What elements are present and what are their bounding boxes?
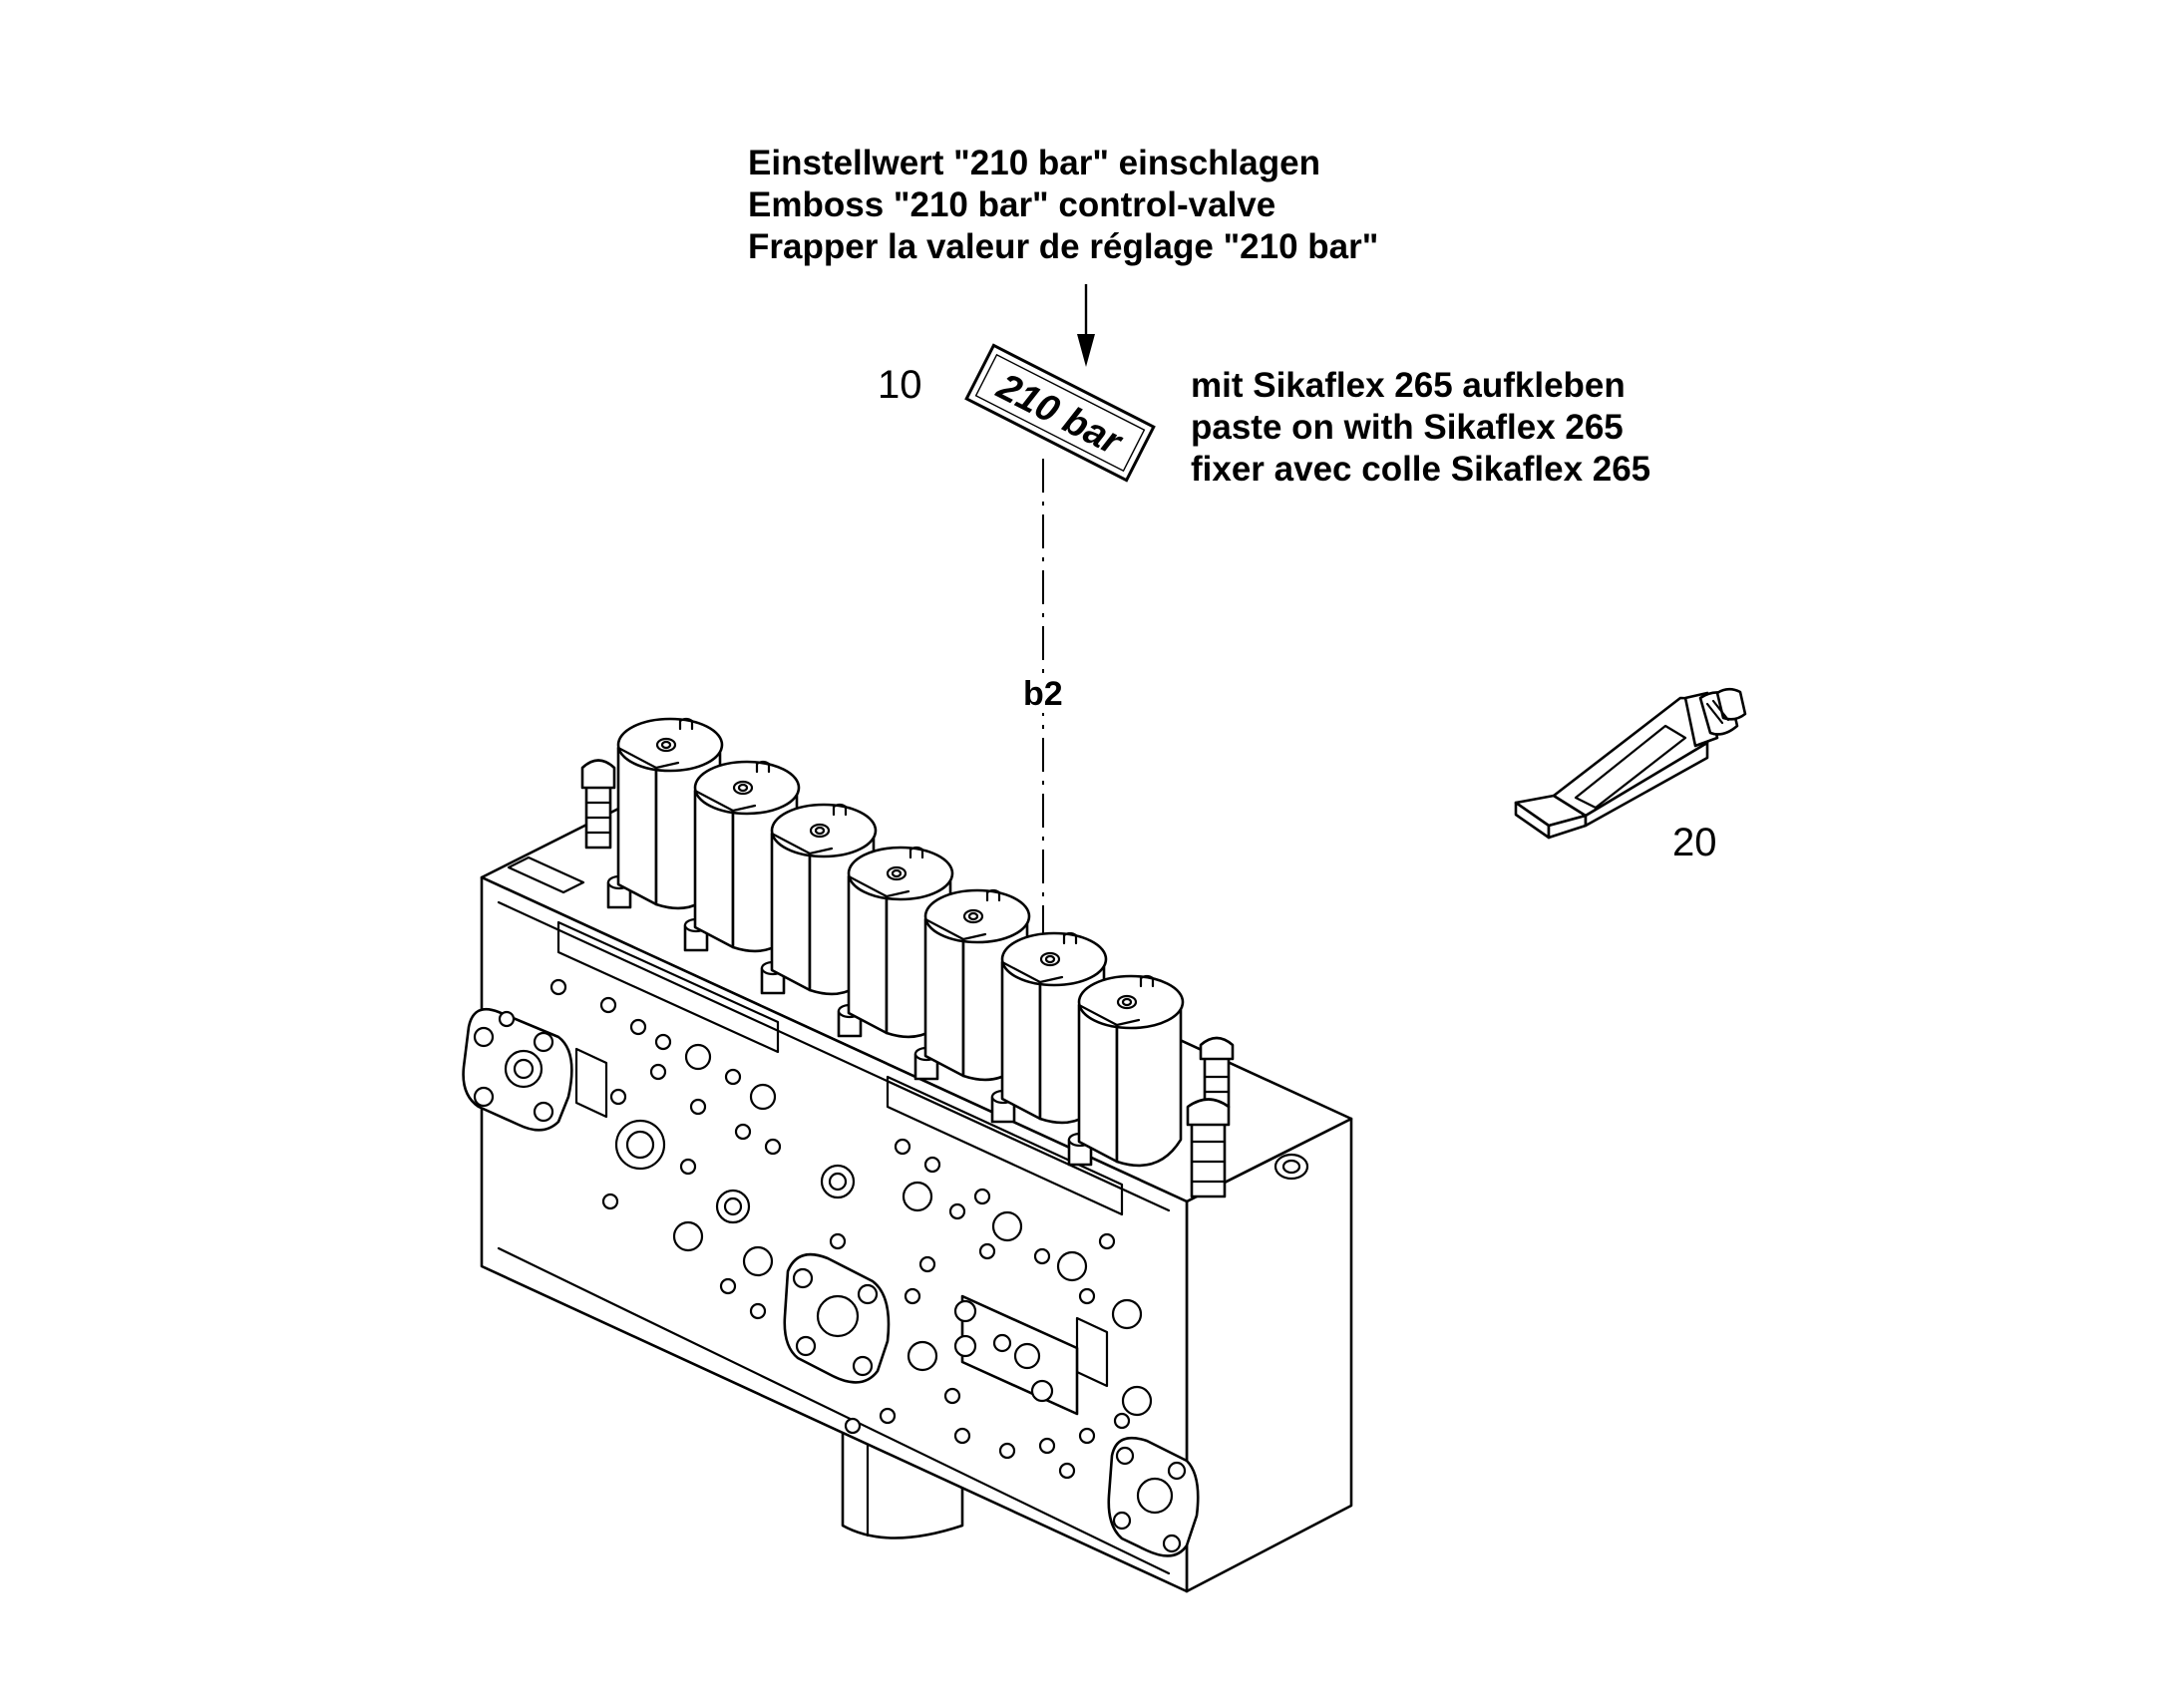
position-marker-b2: b2: [1021, 675, 1065, 713]
emboss-instruction-en: Emboss "210 bar" control-valve: [748, 185, 1276, 224]
callout-part-20: 20: [1672, 821, 1717, 864]
solenoid-2: [683, 760, 801, 953]
solenoid-7: [1067, 974, 1185, 1168]
right-flange: [1107, 1436, 1200, 1557]
relief-valve-right-lower: [1186, 1098, 1231, 1198]
solenoid-6: [990, 931, 1108, 1125]
solenoid-stack: [606, 717, 1185, 1168]
relief-valve-left: [580, 759, 616, 850]
emboss-instruction: Einstellwert "210 bar" einschlagen Embos…: [748, 143, 1378, 268]
emboss-instruction-de: Einstellwert "210 bar" einschlagen: [748, 144, 1320, 182]
paste-instruction-de: mit Sikaflex 265 aufkleben: [1191, 366, 1626, 405]
pilot-plate: [953, 1294, 1079, 1416]
callout-part-10: 10: [878, 363, 922, 407]
emboss-arrow: [1077, 284, 1095, 367]
relief-valve-right-upper: [1199, 1036, 1235, 1109]
emboss-instruction-fr: Frapper la valeur de réglage "210 bar": [748, 227, 1379, 266]
name-plate: 210 bar: [964, 343, 1156, 483]
paste-instruction-en: paste on with Sikaflex 265: [1191, 408, 1624, 447]
port-holes: [549, 978, 1131, 1480]
center-flange: [783, 1252, 891, 1384]
adhesive-tube: [1514, 687, 1747, 840]
left-flange: [462, 1007, 573, 1132]
paste-instruction: mit Sikaflex 265 aufkleben paste on with…: [1191, 365, 1650, 491]
paste-instruction-fr: fixer avec colle Sikaflex 265: [1191, 450, 1651, 489]
